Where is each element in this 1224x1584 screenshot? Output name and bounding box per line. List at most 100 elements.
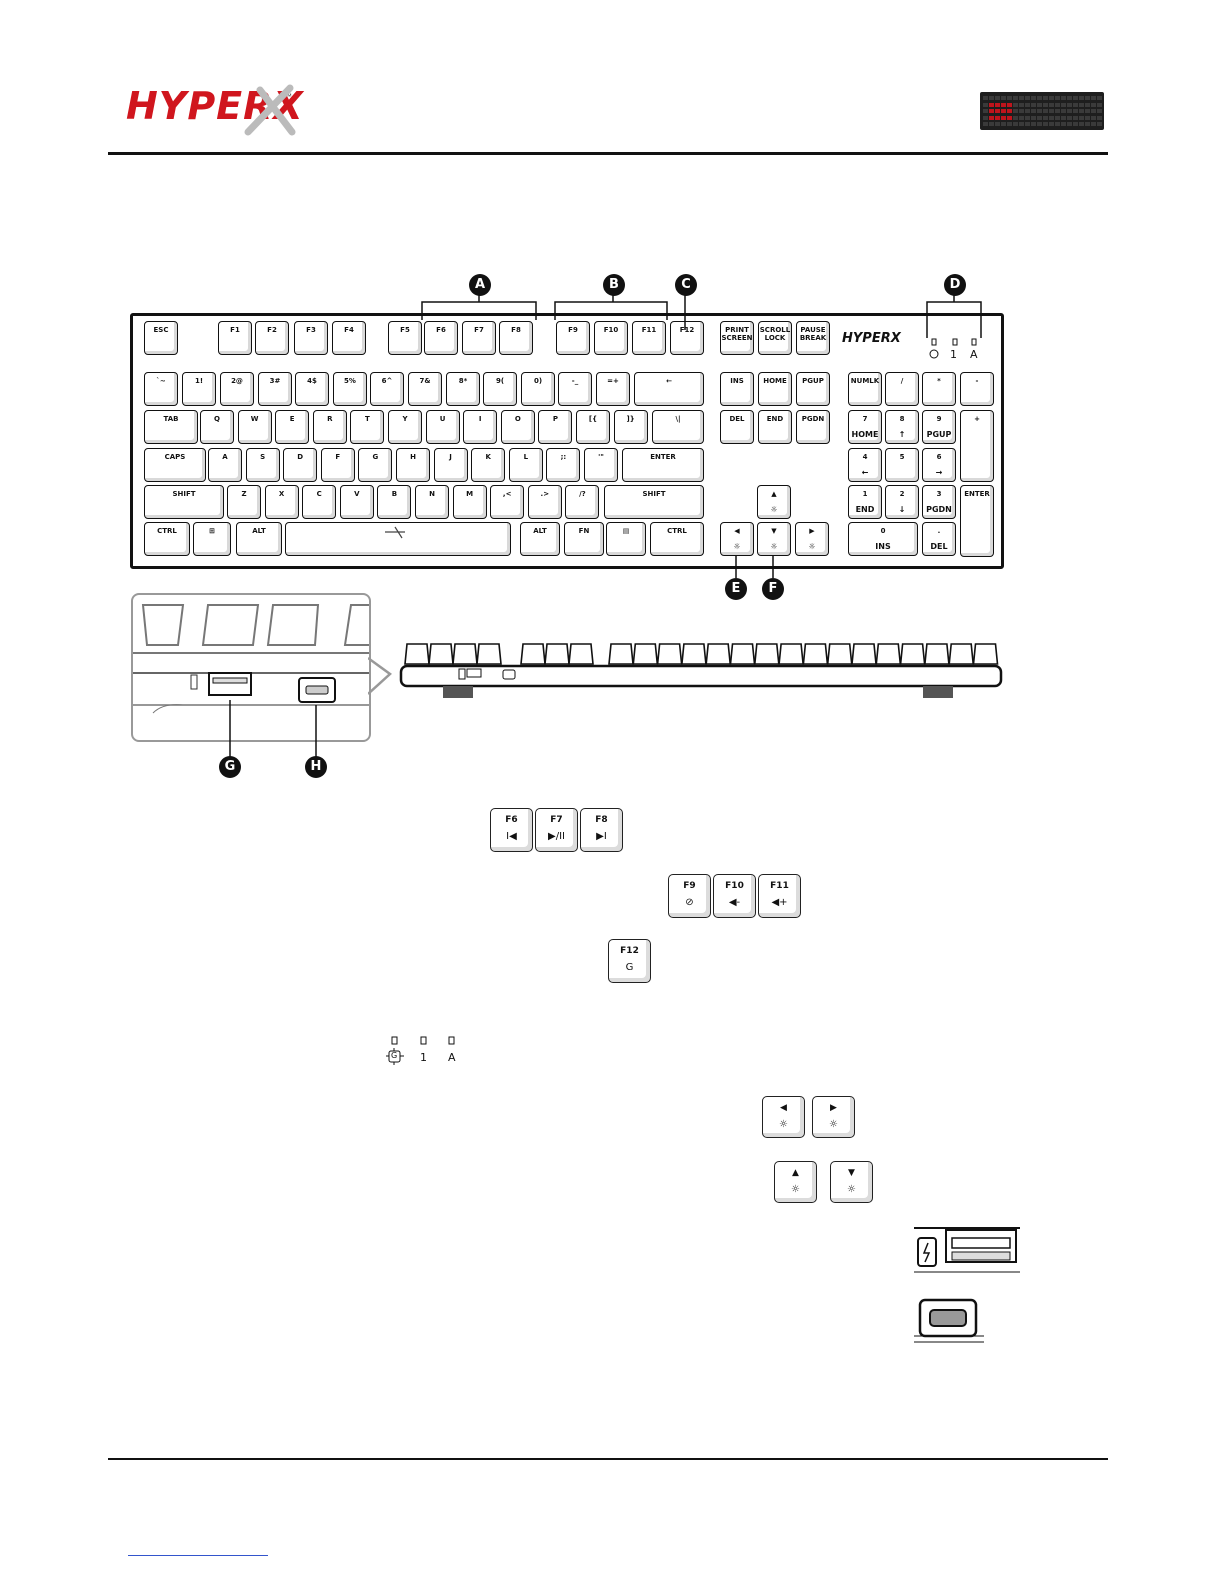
keyboard-thumbnail <box>980 92 1104 130</box>
zoom-pointer <box>368 656 392 695</box>
key-numpad-7: + <box>960 410 994 482</box>
key-r5-0: CTRL <box>144 522 190 556</box>
key-numpad-4-sublabel: HOME <box>851 430 879 439</box>
key-nav-top-0: PRINT SCREEN <box>720 321 754 355</box>
key-r4-10: /? <box>565 485 600 519</box>
key-nav-5-label: PGDN <box>801 415 825 423</box>
key-numpad-2-label: * <box>937 377 941 385</box>
key-arrow-right-sublabel: ☼ <box>808 542 816 551</box>
legend-media-key-0-label: F6 <box>505 815 518 825</box>
key-r3-1-label: A <box>222 453 228 461</box>
key-arrow-down-label: ▼ <box>771 527 777 535</box>
callout-f: F <box>762 578 784 600</box>
key-r2-4: R <box>312 410 347 444</box>
key-nav-0: INS <box>720 372 754 406</box>
key-f4-label: F4 <box>344 326 354 334</box>
key-numpad-6-sublabel: PGUP <box>926 430 952 439</box>
key-f6-label: F6 <box>436 326 446 334</box>
key-numpad-14-label: ENTER <box>964 490 990 498</box>
key-esc: ESC <box>144 321 178 355</box>
profile-keycap <box>452 643 478 665</box>
key-arrow-left-label: ◀ <box>734 527 740 535</box>
key-numpad-12-label: 2 <box>899 490 905 498</box>
key-nav-top-2-label: PAUSE BREAK <box>799 326 827 342</box>
callout-a: A <box>469 274 491 296</box>
key-nav-3-label: DEL <box>729 415 745 423</box>
key-r5-2-label: ALT <box>252 527 266 535</box>
key-arrow-down: ▼☼ <box>757 522 791 556</box>
key-numpad-11-label: 1 <box>862 490 868 498</box>
key-r4-9-label: .> <box>540 490 550 498</box>
legend-arrow-ud-1: ▼☼ <box>830 1161 873 1203</box>
key-numpad-10: 6→ <box>922 448 956 482</box>
key-r3-9: L <box>508 448 543 482</box>
key-r1-1-label: 1! <box>194 377 204 385</box>
legend-game-mode-key-sublabel: G <box>625 962 634 973</box>
key-nav-5: PGDN <box>796 410 830 444</box>
legend-media-key-1: F7▶/II <box>535 808 578 852</box>
key-numpad-8-sublabel: ← <box>861 468 869 477</box>
key-nav-top-0-label: PRINT SCREEN <box>721 326 753 342</box>
legend-arrow-lr-1-sublabel: ☼ <box>829 1119 838 1130</box>
legend-volume-key-2: F11◀+ <box>758 874 801 918</box>
profile-keycap <box>753 643 780 665</box>
legend-media-key-1-label: F7 <box>550 815 563 825</box>
key-r1-8: 8* <box>446 372 480 406</box>
key-numpad-3: - <box>960 372 994 406</box>
legend-media-key-0-sublabel: I◀ <box>506 831 517 842</box>
legend-volume-key-1-sublabel: ◀- <box>728 897 741 908</box>
key-numpad-10-label: 6 <box>936 453 942 461</box>
key-r1-5-label: 5% <box>344 377 356 385</box>
led-legend-1: 1 <box>420 1051 427 1064</box>
legend-arrow-lr-0: ◀☼ <box>762 1096 805 1138</box>
profile-keycap <box>428 643 454 665</box>
key-numpad-0-label: NUMLK <box>850 377 880 385</box>
key-r1-11: -_ <box>558 372 592 406</box>
key-arrow-up-sublabel: ☼ <box>770 505 778 514</box>
key-numpad-6-label: 9 <box>936 415 942 423</box>
key-r1-10: 0) <box>521 372 555 406</box>
profile-keycap <box>972 643 999 665</box>
key-r5-4-label: ALT <box>533 527 547 535</box>
legend-arrow-ud-0-label: ▲ <box>792 1168 799 1178</box>
legend-arrow-lr-0-sublabel: ☼ <box>779 1119 788 1130</box>
key-r1-12: =+ <box>596 372 630 406</box>
key-r4-7-label: M <box>466 490 474 498</box>
key-f10-label: F10 <box>603 326 619 334</box>
key-f11-label: F11 <box>641 326 657 334</box>
key-f1: F1 <box>218 321 252 355</box>
callout-g: G <box>219 756 241 778</box>
profile-keycap <box>476 643 502 665</box>
key-rshift-label: SHIFT <box>642 490 666 498</box>
key-numpad-7-label: + <box>974 415 980 423</box>
key-r1-6-label: 6^ <box>381 377 393 385</box>
footer-link-underline[interactable] <box>128 1555 268 1556</box>
key-r1-12-label: =+ <box>607 377 619 385</box>
key-f12: F12 <box>670 321 704 355</box>
key-r3-7: J <box>433 448 468 482</box>
key-r4-3-label: C <box>316 490 322 498</box>
key-numpad-9-label: 5 <box>899 453 905 461</box>
key-r3-3: D <box>283 448 318 482</box>
usb-charge-port-icon <box>914 1227 1020 1273</box>
key-r2-10: P <box>538 410 573 444</box>
key-r1-7-label: 7& <box>419 377 431 385</box>
key-r4-2-label: X <box>278 490 285 498</box>
profile-keycap <box>404 643 430 665</box>
legend-media-key-2-label: F8 <box>595 815 608 825</box>
key-r1-3: 3# <box>258 372 292 406</box>
key-r5-3 <box>285 522 511 556</box>
key-tab-label: TAB <box>163 415 179 423</box>
key-enter-label: ENTER <box>650 453 676 461</box>
key-numpad-5: 8↑ <box>885 410 919 444</box>
legend-arrow-lr-0-label: ◀ <box>780 1103 787 1113</box>
key-nav-1: HOME <box>758 372 792 406</box>
key-r5-5-label: FN <box>578 527 590 535</box>
key-r5-6: ▤ <box>606 522 646 556</box>
key-r1-5: 5% <box>333 372 367 406</box>
key-r4-3: C <box>302 485 337 519</box>
